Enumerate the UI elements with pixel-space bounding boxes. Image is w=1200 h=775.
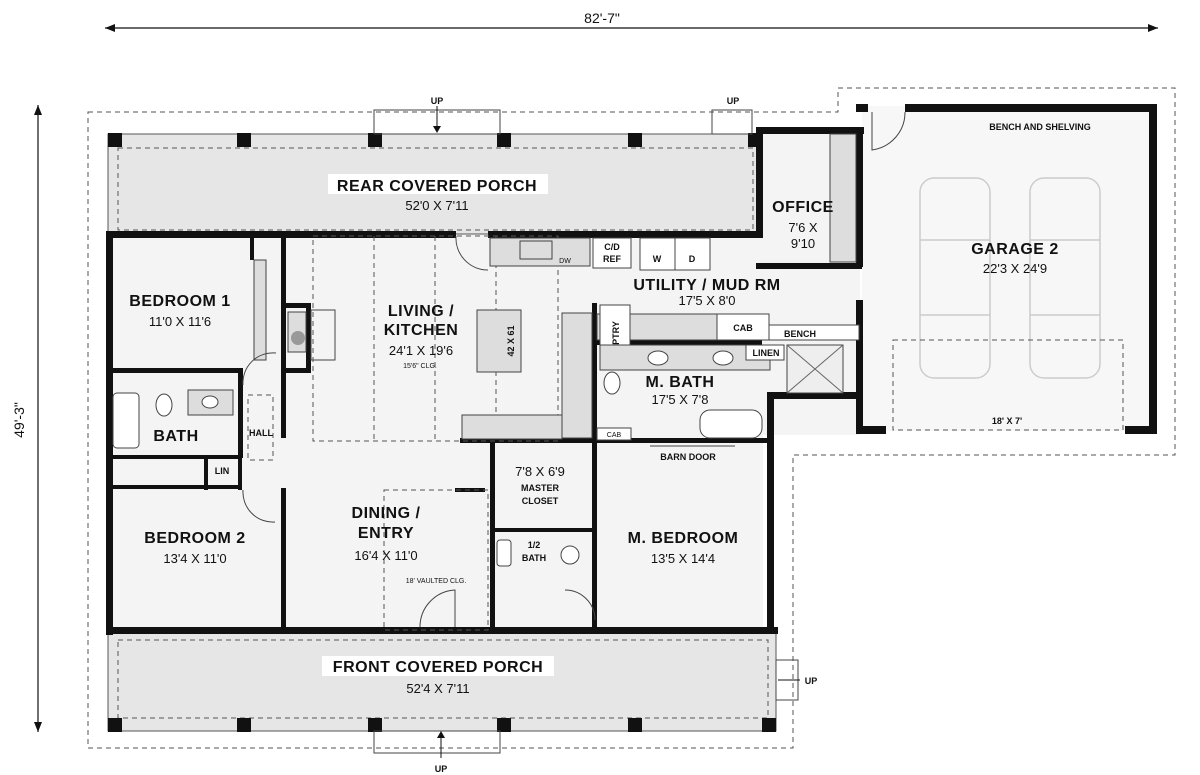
toilet-icon (603, 371, 621, 395)
toilet-icon (560, 545, 580, 565)
office-shelving (829, 133, 857, 263)
room-size-bedroom2: 13'4 X 11'0 (163, 551, 226, 566)
interior-walls (108, 233, 770, 630)
room-label-living: KITCHEN (384, 322, 459, 339)
car-icon (1029, 177, 1101, 379)
closet-bedroom1 (253, 259, 267, 361)
garage-floor (862, 106, 1155, 431)
sink-icon (712, 350, 734, 366)
room-label-master-closet: CLOSET (522, 496, 559, 506)
master-bedroom-door[interactable] (564, 589, 596, 621)
room-label-master-closet: MASTER (521, 483, 560, 493)
fireplace-icon (291, 331, 305, 345)
garage-door-outline (892, 339, 1124, 431)
cabinet-label: CAB (607, 432, 622, 439)
washer (639, 237, 676, 271)
bench (768, 324, 860, 341)
kitchen-side-counter (561, 312, 593, 439)
room-label-half-bath: BATH (522, 553, 546, 563)
bathtub (699, 409, 763, 439)
stairs-up-label: UP (435, 764, 448, 774)
front-stairs[interactable] (373, 730, 501, 754)
garage-note: BENCH AND SHELVING (989, 122, 1091, 132)
room-label-bedroom2: BEDROOM 2 (144, 530, 245, 547)
front-entry-door[interactable] (419, 589, 456, 628)
overall-width-dimension: 82'-7" (105, 10, 1158, 32)
room-label-utility: UTILITY / MUD RM (633, 277, 780, 294)
sink-icon (647, 350, 669, 366)
garage-entry-door[interactable] (871, 111, 906, 151)
room-label-bath: BATH (153, 428, 198, 445)
room-label-hall: HALL (249, 428, 273, 438)
overall-depth-dimension: 49'-3" (11, 105, 42, 732)
room-label-office: OFFICE (772, 199, 834, 216)
kitchen-island (476, 309, 522, 373)
room-size-living: 24'1 X 19'6 (389, 343, 453, 358)
bench-label: BENCH (784, 329, 816, 339)
room-size-m-bedroom: 13'5 X 14'4 (651, 551, 715, 566)
pantry-label: PTRY (611, 321, 621, 345)
hall-outline (247, 394, 274, 461)
washer-label: W (653, 254, 662, 264)
dryer-label: D (689, 254, 696, 264)
room-label-bedroom1: BEDROOM 1 (129, 293, 230, 310)
room-size-garage: 22'3 X 24'9 (983, 261, 1047, 276)
island-size: 42 X 61 (506, 325, 516, 356)
vanity (599, 344, 771, 371)
roof-outline (87, 87, 1176, 749)
toilet-icon (155, 393, 173, 417)
room-label-dining: DINING / (352, 505, 421, 522)
room-label-front-porch: FRONT COVERED PORCH (333, 659, 543, 676)
room-label-living: LIVING / (388, 303, 454, 320)
rear-door[interactable] (455, 235, 489, 271)
dining-ceiling-note: 18' VAULTED CLG. (406, 578, 467, 585)
dryer (674, 237, 711, 271)
room-size-utility: 17'5 X 8'0 (678, 293, 735, 308)
rear-porch-posts (108, 133, 762, 147)
cabinet-label: CAB (733, 323, 753, 333)
room-label-m-bath: M. BATH (646, 374, 715, 391)
room-label-lin: LIN (215, 466, 230, 476)
room-size-master-closet: 7'8 X 6'9 (515, 464, 565, 479)
room-label-garage: GARAGE 2 (971, 241, 1059, 258)
bedroom1-door[interactable] (242, 352, 277, 386)
refrigerator-label: C/D (604, 242, 620, 252)
kitchen-counter (489, 237, 591, 267)
bedroom2-door[interactable] (242, 489, 276, 523)
stairs-up-label: UP (805, 676, 818, 686)
kitchen-sink (519, 240, 553, 260)
linen-label: LINEN (753, 348, 780, 358)
dishwasher-label: DW (559, 258, 571, 265)
garage-door-size[interactable]: 18' X 7' (992, 416, 1022, 426)
stairs-up-label: UP (431, 96, 444, 106)
kitchen-back-counter (461, 414, 563, 440)
room-size-front-porch: 52'4 X 7'11 (406, 681, 469, 696)
room-size-bedroom1: 11'0 X 11'6 (149, 314, 211, 329)
refrigerator-label: REF (603, 254, 622, 264)
room-label-m-bedroom: M. BEDROOM (628, 530, 739, 547)
room-size-dining: 16'4 X 11'0 (354, 548, 417, 563)
front-porch-posts (108, 718, 776, 732)
sink-icon (496, 539, 512, 567)
overall-depth-label: 49'-3" (11, 402, 27, 438)
car-icon (919, 177, 991, 379)
room-label-rear-porch: REAR COVERED PORCH (337, 178, 537, 195)
overall-width-label: 82'-7" (584, 10, 620, 26)
rear-stairs-right[interactable] (711, 109, 753, 135)
room-label-dining: ENTRY (358, 525, 414, 542)
room-label-half-bath: 1/2 (528, 540, 541, 550)
living-ceiling-note: 15'6" CLG. (403, 363, 437, 370)
dining-vault-outline (383, 489, 489, 631)
bathtub (112, 392, 140, 449)
room-size-office: 9'10 (791, 236, 815, 251)
stairs-up-label: UP (727, 96, 740, 106)
front-porch (107, 632, 777, 732)
room-size-rear-porch: 52'0 X 7'11 (405, 198, 468, 213)
sink-icon (201, 395, 219, 409)
room-size-office: 7'6 X (788, 220, 818, 235)
barn-door-label: BARN DOOR (660, 452, 716, 462)
room-size-m-bath: 17'5 X 7'8 (651, 392, 708, 407)
